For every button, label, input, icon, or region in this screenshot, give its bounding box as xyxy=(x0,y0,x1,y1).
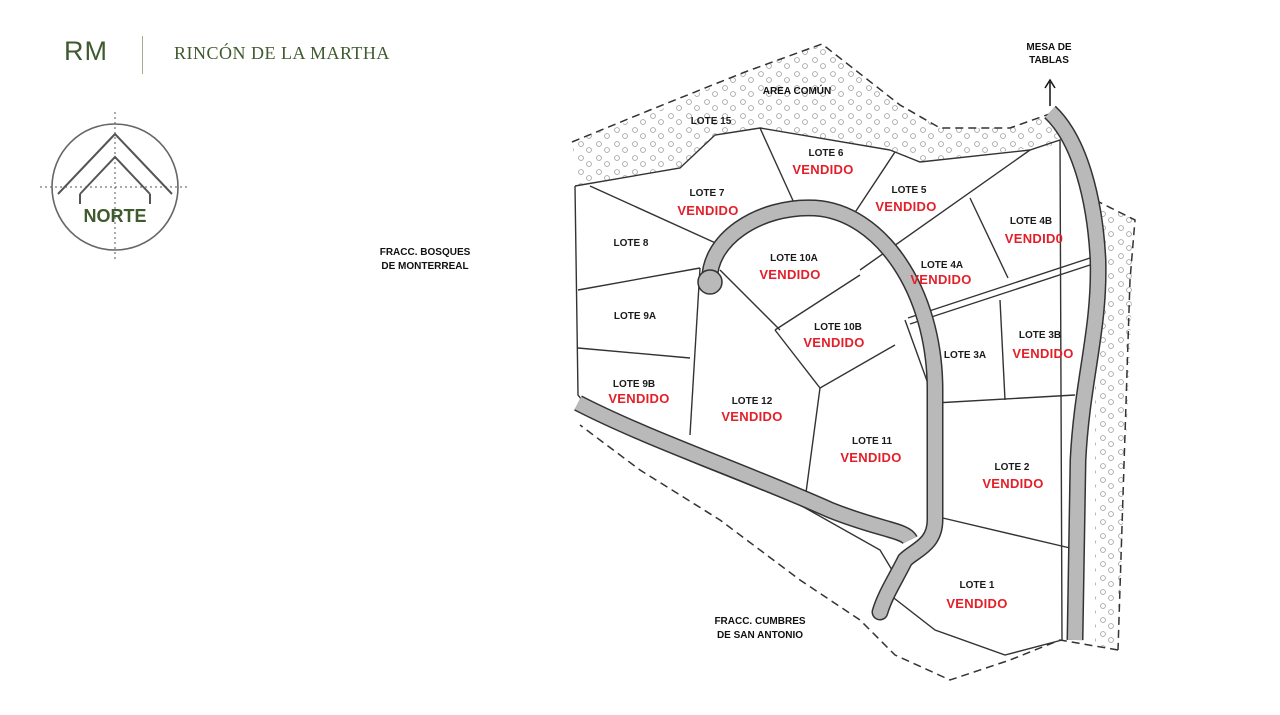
lot-3b-status: VENDIDO xyxy=(1012,346,1073,361)
lot-9a-name[interactable]: LOTE 9A xyxy=(614,311,656,322)
property-boundary-north xyxy=(571,43,1056,143)
lot-5-status: VENDIDO xyxy=(875,199,936,214)
east-tree-band xyxy=(1095,200,1135,650)
north-arrow-icon: NORTE xyxy=(40,112,190,262)
lot-7-status: VENDIDO xyxy=(677,203,738,218)
neighbor-west-line1: FRACC. BOSQUES xyxy=(380,247,471,258)
lot-5-name[interactable]: LOTE 5 xyxy=(891,185,926,196)
lot-10b-status: VENDIDO xyxy=(803,335,864,350)
common-area-band xyxy=(572,44,1058,186)
lot-10a-status: VENDIDO xyxy=(759,267,820,282)
lot-4a-name[interactable]: LOTE 4A xyxy=(921,260,963,271)
lot-10b-name[interactable]: LOTE 10B xyxy=(814,322,862,333)
neighbor-west-line2: DE MONTERREAL xyxy=(381,261,468,272)
lot-6-name[interactable]: LOTE 6 xyxy=(808,148,843,159)
lot-2-name[interactable]: LOTE 2 xyxy=(994,462,1029,473)
lot-10a-name[interactable]: LOTE 10A xyxy=(770,253,818,264)
lot-9b-name[interactable]: LOTE 9B xyxy=(613,379,655,390)
lot-7-name[interactable]: LOTE 7 xyxy=(689,188,724,199)
neighbor-south-line1: FRACC. CUMBRES xyxy=(714,616,805,627)
lot-6-status: VENDIDO xyxy=(792,162,853,177)
lot-11-status: VENDIDO xyxy=(840,450,901,465)
lot-3b-name[interactable]: LOTE 3B xyxy=(1019,330,1061,341)
lot-11-name[interactable]: LOTE 11 xyxy=(852,436,892,447)
lot-9b-status: VENDIDO xyxy=(608,391,669,406)
neighbor-northeast-line2: TABLAS xyxy=(1029,55,1069,66)
lot-2-status: VENDIDO xyxy=(982,476,1043,491)
neighbor-south-line2: DE SAN ANTONIO xyxy=(717,630,803,641)
lot-4b-status: VENDID0 xyxy=(1005,231,1063,246)
lot-12-status: VENDIDO xyxy=(721,409,782,424)
lot-12-name[interactable]: LOTE 12 xyxy=(732,396,773,407)
road-turnaround xyxy=(697,269,723,295)
lot-4b-name[interactable]: LOTE 4B xyxy=(1010,216,1052,227)
compass-label: NORTE xyxy=(84,206,147,226)
lot-8-name[interactable]: LOTE 8 xyxy=(613,238,648,249)
lot-labels: LOTE 15 LOTE 6 VENDIDO LOTE 7 VENDIDO LO… xyxy=(608,116,1073,611)
lot-4a-status: VENDIDO xyxy=(910,272,971,287)
lot-3a-name[interactable]: LOTE 3A xyxy=(944,350,986,361)
property-boundary-east xyxy=(1094,199,1136,651)
page-title: RINCÓN DE LA MARTHA xyxy=(174,43,390,63)
lot-15-name[interactable]: LOTE 15 xyxy=(691,116,732,127)
header: RM RINCÓN DE LA MARTHA xyxy=(0,0,600,80)
header-divider xyxy=(142,36,143,74)
neighbor-northeast-line1: MESA DE xyxy=(1026,42,1072,53)
brand-logo: RM xyxy=(64,36,108,66)
lot-1-status: VENDIDO xyxy=(946,596,1007,611)
property-boundary-south xyxy=(579,424,1119,681)
common-area-label: AREA COMÚN xyxy=(763,84,832,97)
lot-1-name[interactable]: LOTE 1 xyxy=(959,580,994,591)
